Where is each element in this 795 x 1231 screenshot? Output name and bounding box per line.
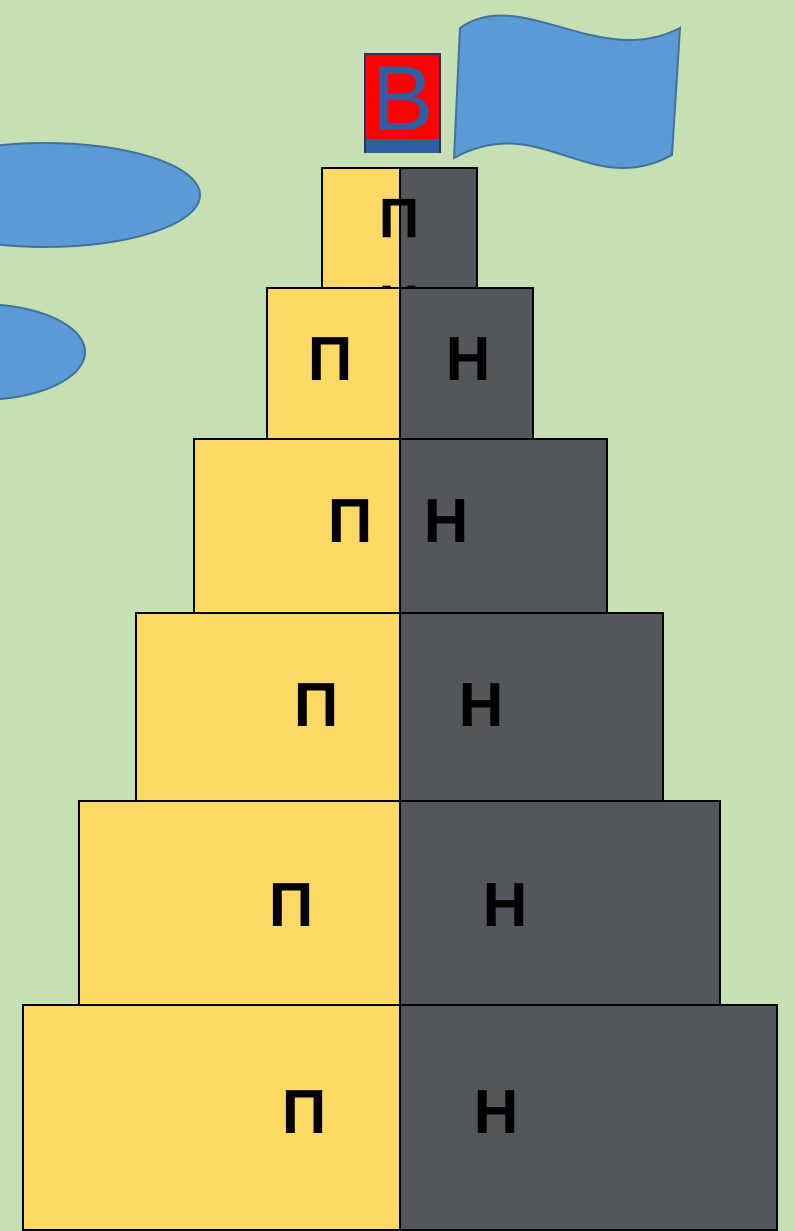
tier-2-left-label: П <box>308 329 353 391</box>
top-letter: В <box>372 53 433 145</box>
tier-5-right-block <box>399 800 721 1006</box>
tier-4-left-block <box>135 612 401 802</box>
top-box: В <box>364 53 441 153</box>
tier-3-right-label: Н <box>424 491 469 553</box>
tier-6-left-block <box>22 1004 401 1231</box>
tier-6-left-label: П <box>282 1082 327 1144</box>
tier-3-left-label: П <box>328 491 373 553</box>
cloud-lower <box>0 304 85 400</box>
top-box-base <box>366 139 439 153</box>
tier-6-right-block <box>399 1004 778 1231</box>
tier-4-right-label: Н <box>459 675 504 737</box>
tier-2-right-label: Н <box>446 329 491 391</box>
tier-5-left-block <box>78 800 401 1006</box>
tier-4-right-block <box>399 612 664 802</box>
cloud-upper <box>0 143 200 247</box>
tier-5-right-label: Н <box>483 875 528 937</box>
tier-4-left-label: П <box>294 675 339 737</box>
tier-5-left-label: П <box>269 875 314 937</box>
tier-1-left-label: П <box>379 190 419 246</box>
tier-6-right-label: Н <box>474 1082 519 1144</box>
flag-icon <box>454 15 680 168</box>
